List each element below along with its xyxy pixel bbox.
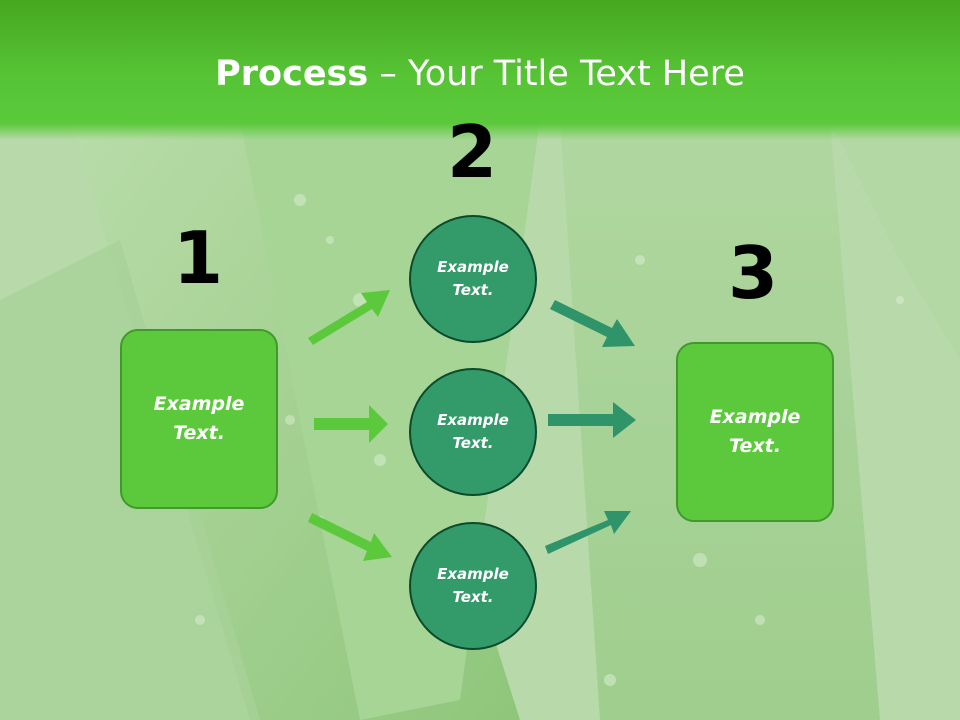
step-1-text: Example Text. — [153, 393, 245, 444]
step-2-circle-bottom-text: Example Text. — [437, 565, 509, 606]
step-3-number: 3 — [727, 231, 779, 315]
step-1-number: 1 — [172, 216, 224, 300]
step-2-circle-middle[interactable]: Example Text. — [409, 368, 537, 496]
arrow-middle-to-3-icon — [548, 402, 636, 438]
title-bar — [0, 0, 960, 140]
title-bold: Process — [215, 54, 369, 94]
arrow-1-to-top-icon — [308, 290, 390, 345]
step-1-box[interactable]: Example Text. — [120, 329, 278, 509]
step-2-circle-middle-text: Example Text. — [437, 411, 509, 452]
step-2-circle-bottom[interactable]: Example Text. — [409, 522, 537, 650]
step-3-text: Example Text. — [709, 406, 801, 457]
arrow-1-to-bottom-icon — [308, 513, 392, 561]
arrow-1-to-middle-icon — [314, 405, 388, 443]
step-2-circle-top-text: Example Text. — [437, 258, 509, 299]
arrow-bottom-to-3-icon — [545, 511, 631, 554]
step-2-circle-top[interactable]: Example Text. — [409, 215, 537, 343]
step-2-number: 2 — [446, 110, 498, 194]
slide-title: Process – Your Title Text Here — [0, 52, 960, 96]
title-rest: – Your Title Text Here — [368, 54, 745, 94]
step-3-box[interactable]: Example Text. — [676, 342, 834, 522]
arrow-top-to-3-icon — [550, 300, 635, 347]
